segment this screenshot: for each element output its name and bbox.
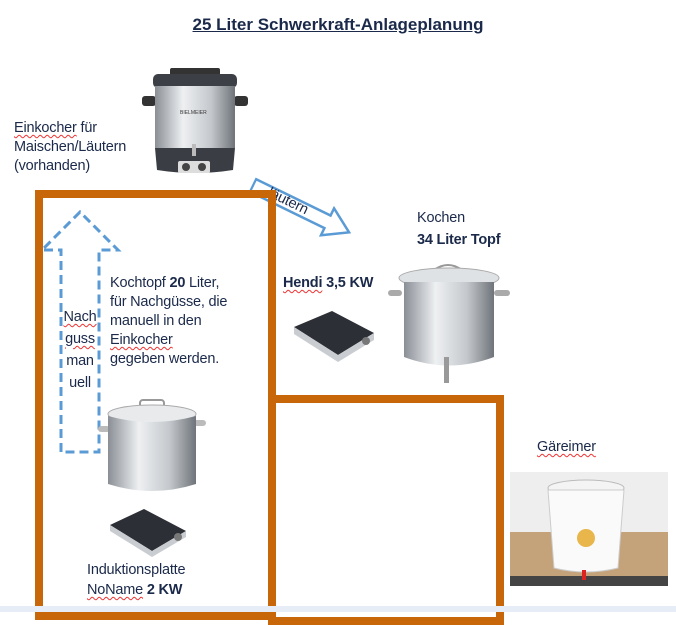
induktionsplatte-image xyxy=(110,509,186,557)
nachguss-arrow-up-icon xyxy=(38,209,122,454)
hendi-induction-plate-image xyxy=(294,311,374,362)
kochtopf-line1: Kochtopf 20 Liter, xyxy=(110,274,227,293)
kochtopf-post: Liter, xyxy=(185,275,220,291)
induktion-power: 2 KW xyxy=(143,582,183,598)
nachguss-line: uell xyxy=(69,375,91,391)
gaereimer-label: Gäreimer xyxy=(537,438,596,457)
induktion-line2: NoName 2 KW xyxy=(87,580,185,600)
nachguss-label: Nach guss man uell xyxy=(60,306,100,394)
kochtopf-20l-image xyxy=(98,399,206,491)
kochtopf-line4: Einkocher xyxy=(110,332,173,348)
kochtopf-line2: für Nachgüsse, die xyxy=(110,294,228,310)
induktionsplatte-label: Induktionsplatte NoName 2 KW xyxy=(87,560,186,600)
kochen-line1: Kochen xyxy=(417,210,465,226)
hendi-power: 3,5 KW xyxy=(322,275,374,291)
einkocher-word: Einkocher xyxy=(14,120,77,136)
hendi-label: Hendi 3,5 KW xyxy=(283,274,373,293)
kochtopf-pre: Kochtopf xyxy=(110,275,170,291)
title-text: 25 Liter Schwerkraft-Anlageplanung xyxy=(192,15,484,34)
middle-level-frame xyxy=(268,395,504,625)
einkocher-brand: BIELMEIER xyxy=(180,110,207,116)
nachguss-line: guss xyxy=(65,331,95,347)
gaereimer-image xyxy=(510,472,668,586)
einkocher-label: Einkocher für Maischen/Läutern (vorhande… xyxy=(14,119,126,176)
einkocher-image: BIELMEIER xyxy=(142,68,248,173)
einkocher-line3: (vorhanden) xyxy=(14,158,90,174)
einkocher-fuer: für xyxy=(76,120,98,136)
page-title: 25 Liter Schwerkraft-Anlageplanung xyxy=(0,15,676,35)
hendi-brand: Hendi xyxy=(283,275,323,291)
induktion-noname: NoName xyxy=(87,582,144,598)
einkocher-line2: Maischen/Läutern xyxy=(14,139,127,155)
kochtopf-description: Kochtopf 20 Liter, für Nachgüsse, die ma… xyxy=(110,274,228,369)
kochtopf-line3: manuell in den xyxy=(110,313,202,329)
kochen-label: Kochen 34 Liter Topf xyxy=(417,207,501,251)
kochen-line2: 34 Liter Topf xyxy=(417,232,501,248)
kochtopf-line5: gegeben werden. xyxy=(110,351,220,367)
einkocher-line1: Einkocher für xyxy=(14,119,126,138)
nachguss-line: man xyxy=(66,353,94,369)
induktion-line1: Induktionsplatte xyxy=(87,562,186,578)
nachguss-line: Nach xyxy=(63,309,97,325)
kochtopf-34l-image xyxy=(388,264,510,383)
gaereimer-text: Gäreimer xyxy=(537,439,596,455)
kochtopf-liters: 20 xyxy=(169,275,186,291)
bottom-strip xyxy=(0,606,676,612)
